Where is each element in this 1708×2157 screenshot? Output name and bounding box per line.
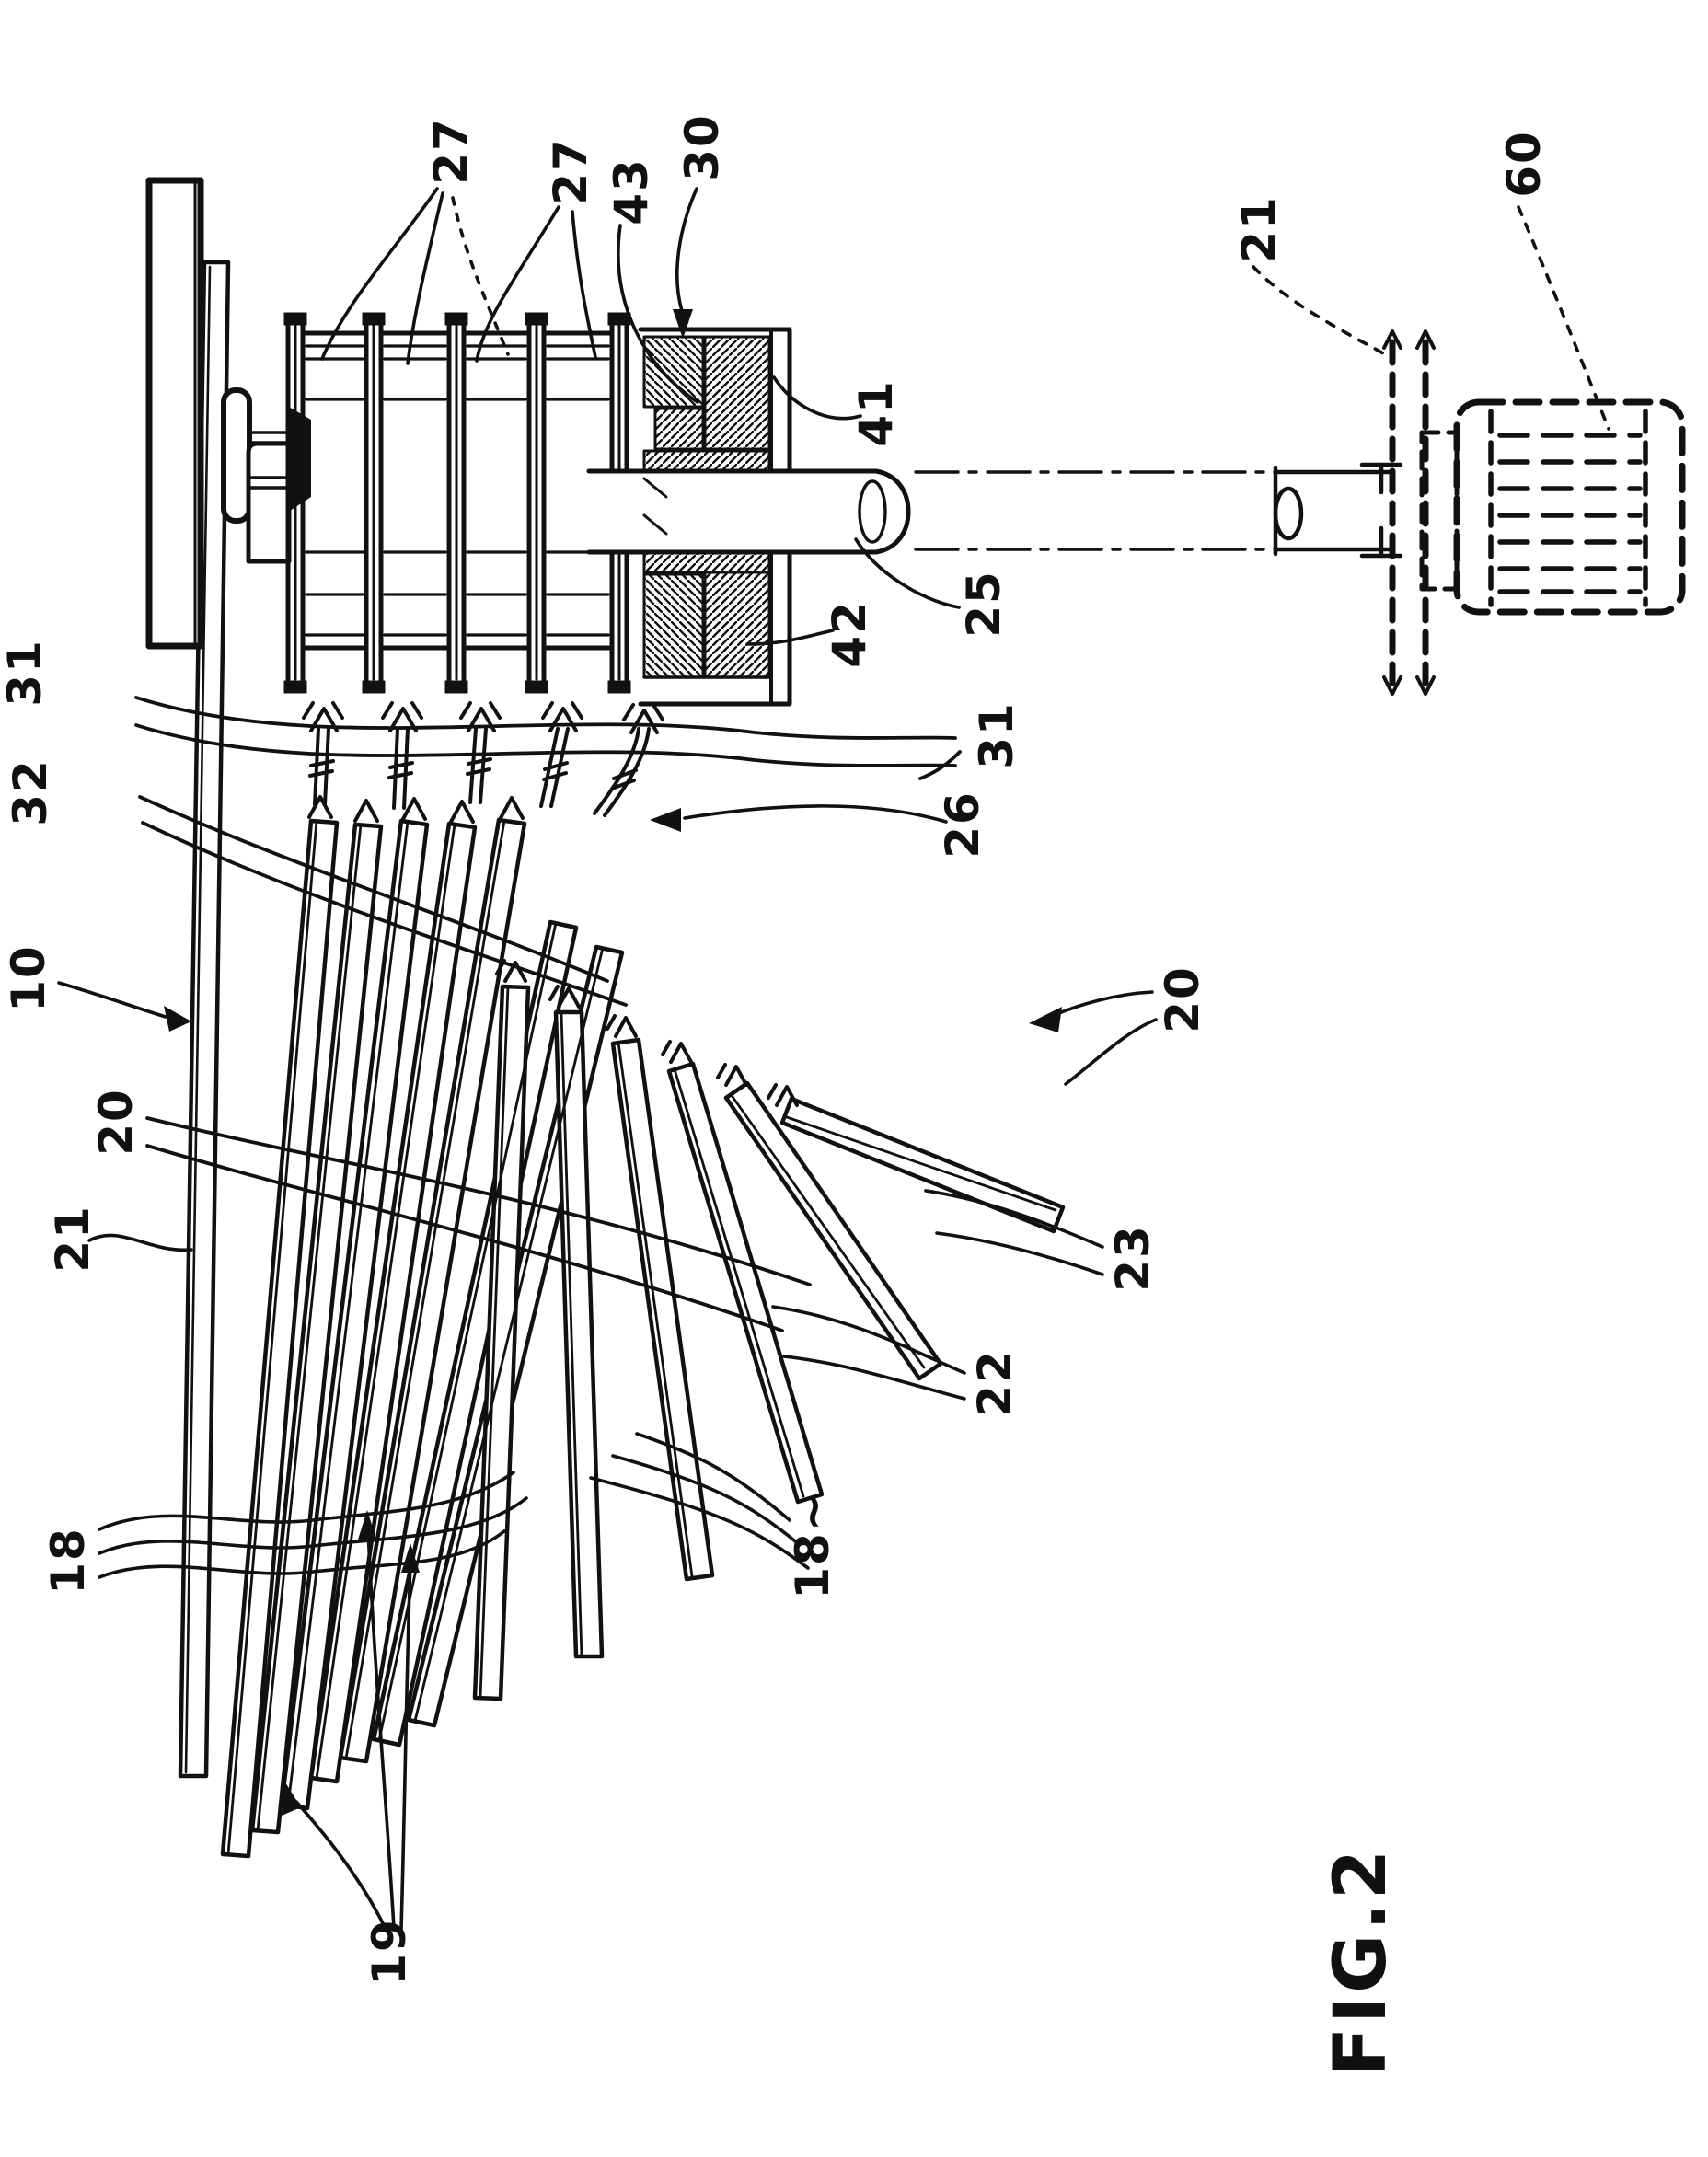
ref-label-42: 42 xyxy=(823,600,876,668)
leader-18a-2 xyxy=(98,1496,528,1555)
leaders xyxy=(57,187,1610,1932)
cords xyxy=(134,696,962,1332)
belts xyxy=(302,701,664,824)
ref-label-10: 10 xyxy=(2,944,55,1012)
leader-18a-3 xyxy=(98,1529,506,1579)
drive-shaft xyxy=(586,468,1279,555)
ref-label-21a: 21 xyxy=(1232,195,1286,263)
leader-21a xyxy=(1252,265,1387,356)
leader-27a-2 xyxy=(406,191,444,365)
leader-19-1 xyxy=(294,1800,388,1932)
ref-label-43: 43 xyxy=(605,157,658,225)
leader-41 xyxy=(772,375,862,421)
ref-label-20a: 20 xyxy=(89,1088,143,1156)
leader-10 xyxy=(57,981,167,1019)
ref-label-31b: 31 xyxy=(970,701,1023,769)
ref-label-32: 32 xyxy=(4,758,57,826)
shaft-coupling xyxy=(1273,462,1403,559)
hub-cone xyxy=(287,406,311,513)
figure-caption: FIG.2 xyxy=(1320,1845,1402,2077)
leader-60 xyxy=(1517,205,1610,431)
ref-label-18b: 18~ xyxy=(786,1491,839,1599)
pulley-bodies xyxy=(300,330,615,651)
leader-23-2 xyxy=(935,1231,1104,1276)
leader-22-2 xyxy=(782,1355,966,1401)
leader-27a-3 xyxy=(451,196,510,356)
pulley-flanges xyxy=(283,312,631,694)
leader-18a-1 xyxy=(98,1471,515,1531)
ref-label-22: 22 xyxy=(968,1349,1021,1417)
leader-22-1 xyxy=(771,1305,966,1375)
ref-label-18a: 18 xyxy=(41,1527,95,1595)
leader-19-2 xyxy=(366,1528,396,1930)
motor xyxy=(1419,398,1686,616)
ref-label-60: 60 xyxy=(1497,130,1551,198)
ref-label-23: 23 xyxy=(1106,1224,1160,1292)
ref-label-27a: 27 xyxy=(424,117,478,185)
leader-25 xyxy=(854,537,961,609)
mounting-wall xyxy=(145,177,311,650)
ref-label-30: 30 xyxy=(675,113,729,181)
leader-18b-3 xyxy=(589,1476,810,1570)
ref-label-41: 41 xyxy=(849,379,903,447)
ref-label-26: 26 xyxy=(936,790,989,859)
leader-23-1 xyxy=(924,1189,1104,1249)
leader-21b xyxy=(87,1233,193,1252)
leader-27a-1 xyxy=(320,187,439,361)
ref-label-21b: 21 xyxy=(46,1205,99,1273)
leader-27b-2 xyxy=(571,210,597,359)
ref-label-27b: 27 xyxy=(544,137,597,205)
leader-43 xyxy=(617,224,699,404)
phantom-wall xyxy=(1382,329,1436,696)
leader-42 xyxy=(745,629,835,646)
ref-label-31a: 31 xyxy=(0,639,52,707)
slat-fan xyxy=(178,260,1066,1859)
leader-20b-2 xyxy=(1064,1018,1158,1086)
leader-19-3 xyxy=(399,1561,412,1931)
leader-20b-1 xyxy=(1053,990,1154,1017)
leader-18b-2 xyxy=(611,1454,801,1546)
ref-label-20b: 20 xyxy=(1156,965,1209,1033)
ref-label-25: 25 xyxy=(957,570,1010,638)
ref-label-19: 19 xyxy=(363,1918,416,1986)
leader-18b-1 xyxy=(635,1432,791,1522)
pulley-stack xyxy=(283,312,631,694)
slat xyxy=(371,919,579,1748)
leader-30 xyxy=(675,187,698,313)
slat-tip-marks xyxy=(495,959,799,1107)
leader-27b-1 xyxy=(475,205,560,363)
leader-26 xyxy=(683,804,948,824)
